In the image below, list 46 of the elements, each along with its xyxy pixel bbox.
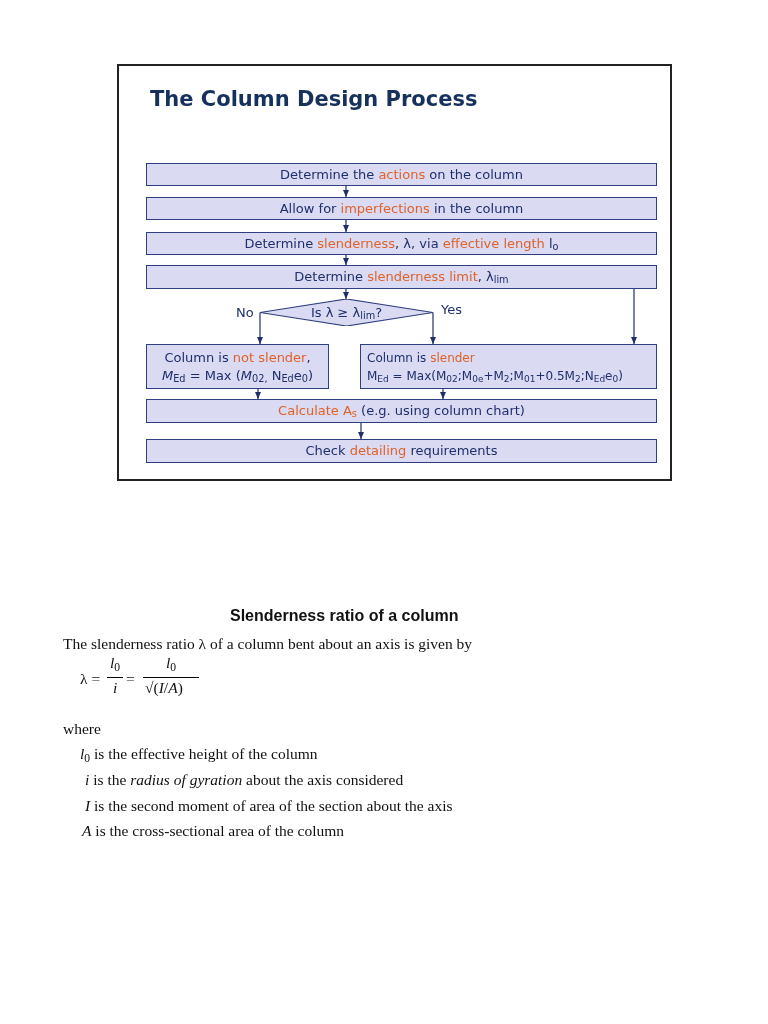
box-text: Determine the actions on the column [280, 165, 523, 184]
process-box [146, 439, 657, 463]
arrow [343, 219, 349, 233]
body-text: l$_{0}$ is the effective height of the column [80, 745, 318, 763]
arrow [343, 185, 349, 198]
process-box [146, 399, 657, 423]
arrow [257, 311, 263, 345]
arrow [440, 388, 446, 400]
process-box [146, 232, 657, 255]
edge-label: No [236, 306, 254, 320]
formula-text: l$_{0}$ [110, 654, 121, 672]
formula-text: i [113, 679, 118, 697]
arrow [430, 311, 436, 345]
arrow [343, 254, 349, 266]
box-text: Allow for imperfections in the column [279, 199, 524, 218]
body-text: i is the radius of gyration about the axis considered [85, 771, 404, 789]
body-text: where [63, 720, 101, 738]
formula-text: l$_{0}$ [166, 654, 177, 672]
process-box [360, 344, 657, 389]
decision-text: Is λ ≥ λ$_{lim}$? [310, 303, 383, 323]
box-text: Column is slender [367, 349, 476, 367]
formula-text: = [126, 670, 135, 688]
box-text: Check detailing requirements [305, 442, 498, 460]
box-text: Calculate A$_{s}$ (e.g. using column chart) [278, 402, 525, 420]
process-box [146, 344, 329, 389]
arrow [255, 388, 261, 400]
arrow [631, 288, 637, 345]
formula-text: λ = [80, 670, 101, 688]
body-text: The slenderness ratio λ of a column bent about an axis is given by [63, 635, 473, 653]
process-box [146, 197, 657, 220]
box-text: Column is not slender, [163, 348, 312, 367]
box-text: Determine slenderness, λ, via effective length l$_{o}$ [244, 234, 559, 253]
decision-diamond [260, 299, 433, 326]
box-text: Determine slenderness limit, λ$_{lim}$ [294, 268, 509, 286]
arrow [343, 288, 349, 300]
box-text: M$_{Ed}$ = Max(M$_{02}$;M$_{0e}$+M$_{2}$;M$_{01}$+0.5M$_{2}$;N$_{Ed}$e$_{0}$) [367, 367, 624, 385]
body-text: A is the cross-sectional area of the column [82, 822, 345, 840]
formula-text: √(I/A) [145, 679, 183, 697]
box-text: M$_{Ed}$ = Max (M$_{02,}$ N$_{Ed}$e$_{0}$) [160, 366, 315, 385]
arrow [358, 422, 364, 440]
process-box [146, 265, 657, 289]
body-text: I is the second moment of area of the section about the axis [85, 797, 453, 815]
process-box [146, 163, 657, 186]
section-heading: Slenderness ratio of a column [230, 607, 459, 625]
edge-label: Yes [441, 303, 462, 317]
slide-title: The Column Design Process [150, 86, 478, 113]
